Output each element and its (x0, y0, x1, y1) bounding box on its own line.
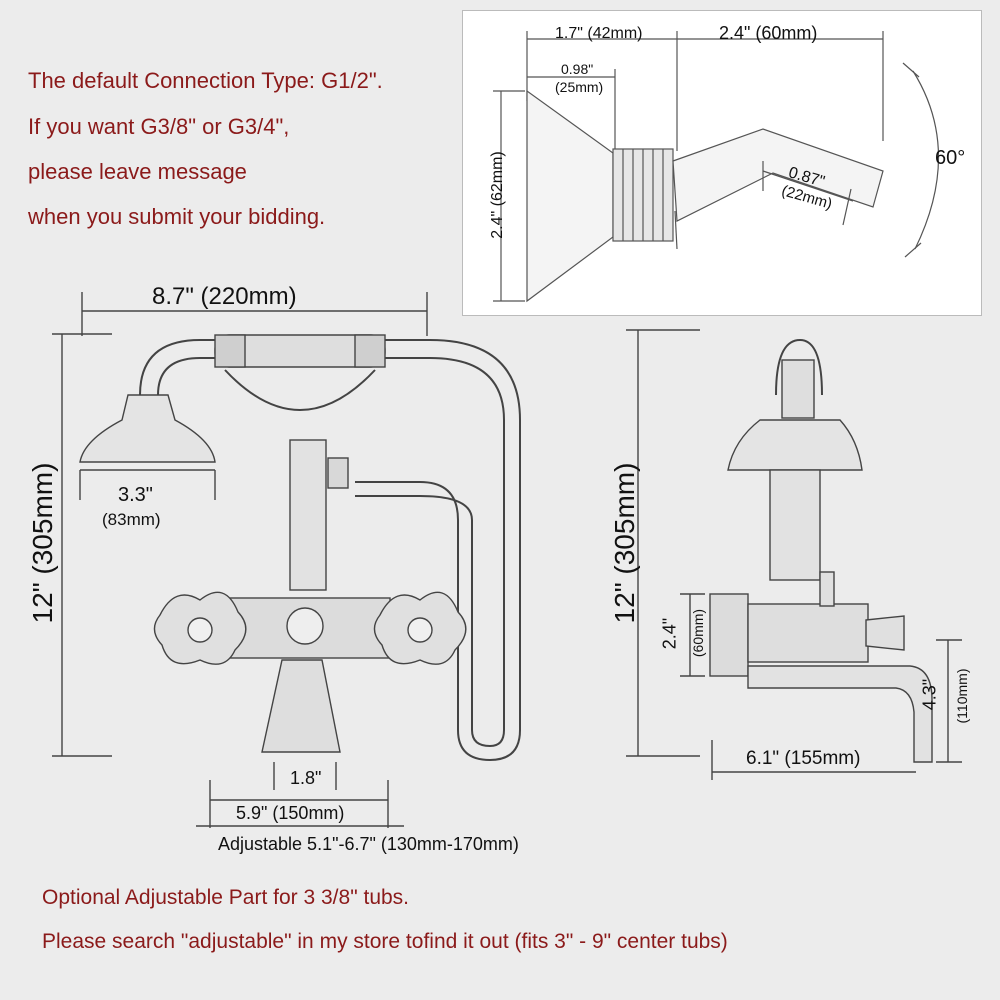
dim-nut-in: 0.98" (561, 61, 594, 77)
dim-front-height: 12" (305mm) (27, 462, 58, 624)
dim-front-width: 8.7" (220mm) (152, 283, 297, 310)
note-optional-part: Optional Adjustable Part for 3 3/8" tubs… (42, 886, 410, 909)
shower-arm-detail-panel: 1.7" (42mm) 2.4" (60mm) 0.98" (25mm) 2.4… (462, 10, 982, 316)
dim-spout-mm: (110mm) (954, 668, 970, 724)
dim-adjustable-range: Adjustable 5.1"-6.7" (130mm-170mm) (218, 834, 519, 854)
note-connection-type: The default Connection Type: G1/2". (28, 68, 383, 93)
note-search-store: Please search "adjustable" in my store t… (42, 930, 728, 954)
dim-head-mm: (83mm) (102, 510, 161, 529)
dim-base-width: 1.8" (290, 768, 322, 788)
dim-plate-mm: (60mm) (690, 608, 706, 658)
dim-spout-in: 4.3" (919, 678, 940, 711)
note-bidding: when you submit your bidding. (28, 204, 326, 229)
shower-arm-drawing (493, 31, 940, 303)
note-alt-sizes: If you want G3/8" or G3/4", (28, 114, 290, 139)
note-search-store-part2: find it out (fits 3" - 9" center tubs) (423, 930, 728, 953)
dim-arm-length: 2.4" (60mm) (719, 23, 818, 43)
dim-flange-depth: 1.7" (42mm) (555, 25, 643, 42)
dim-spout-reach: 6.1" (155mm) (746, 748, 861, 769)
dim-center-distance: 5.9" (150mm) (236, 803, 345, 823)
angle-label: 60° (935, 147, 966, 169)
dim-nut-mm: (25mm) (555, 79, 604, 95)
dim-side-height: 12" (305mm) (609, 462, 640, 624)
note-leave-message: please leave message (28, 159, 247, 184)
dim-head-in: 3.3" (118, 484, 153, 506)
dim-plate-in: 2.4" (659, 617, 680, 650)
note-search-store-part1: Please search "adjustable" in my store t… (42, 930, 424, 953)
